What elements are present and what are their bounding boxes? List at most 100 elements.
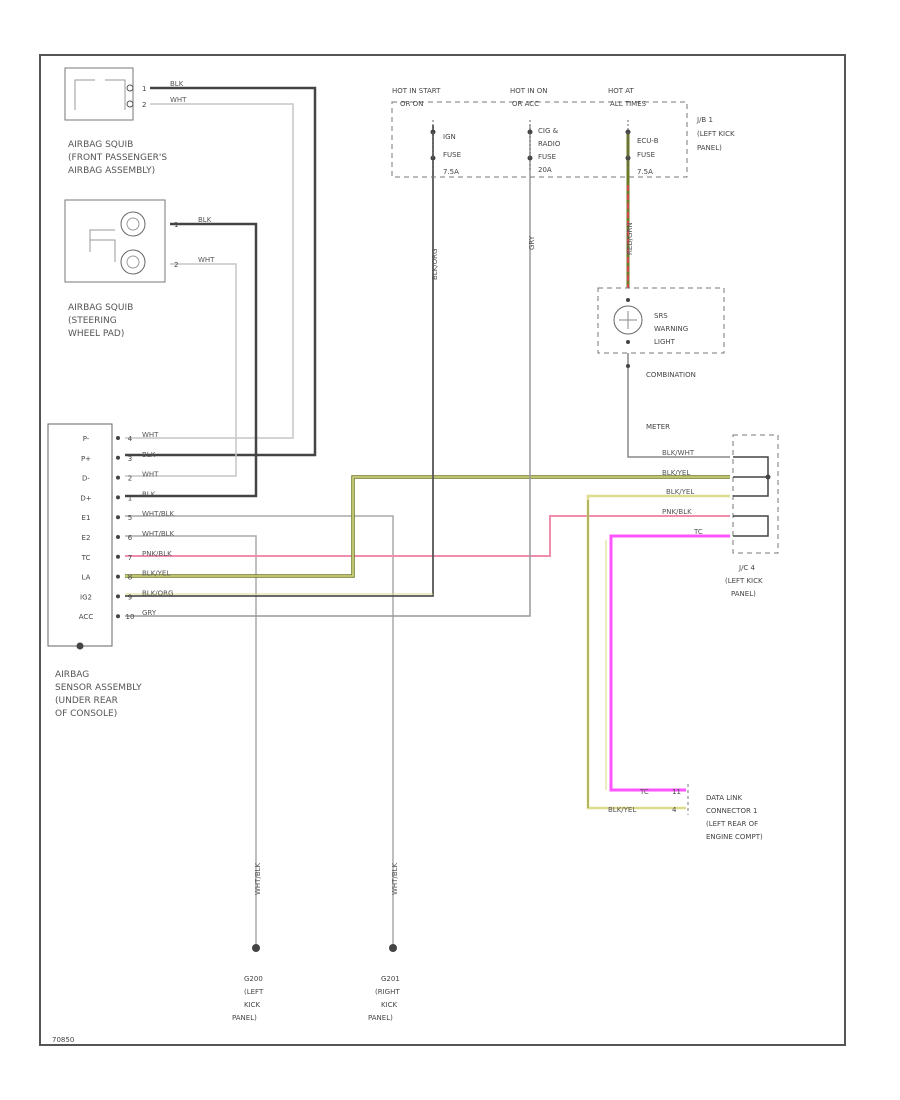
sensor-pin-terminal bbox=[116, 455, 120, 460]
jc4-wire-3: BLK/YEL bbox=[666, 488, 694, 496]
sensor-pin-number: 1 bbox=[128, 494, 132, 502]
combination-meter-2: METER bbox=[646, 423, 670, 431]
sensor-pin-wire: BLK/YEL bbox=[142, 570, 170, 578]
jc4-wire-5: TC bbox=[693, 528, 703, 536]
sensor-pin-name: P- bbox=[83, 435, 90, 443]
wire-steer-wht bbox=[125, 263, 237, 477]
wire-label-ign: BLK/ORG bbox=[431, 249, 439, 280]
hot-at-sub: ALL TIMES bbox=[610, 100, 647, 108]
diagram-code: 70850 bbox=[52, 1036, 74, 1044]
wire-e1 bbox=[125, 515, 394, 945]
sensor-pin-terminal bbox=[116, 574, 120, 579]
jc4-wire-1: BLK/WHT bbox=[662, 449, 695, 457]
sensor-pin-terminal bbox=[116, 614, 120, 619]
sensor-pin-terminal bbox=[116, 475, 120, 480]
jc4-label-1: J/C 4 bbox=[738, 564, 756, 572]
dlc-pin-2: 4 bbox=[672, 806, 677, 814]
hot-start-sub: OR ON bbox=[400, 100, 423, 108]
pass-squib-label-3: AIRBAG ASSEMBLY) bbox=[68, 166, 155, 176]
pass-wire-1: BLK bbox=[170, 80, 184, 88]
steer-squib-label-2: (STEERING bbox=[68, 316, 117, 326]
pass-pin-1: 1 bbox=[142, 85, 146, 93]
srs-lamp-3: LIGHT bbox=[654, 338, 676, 346]
sensor-pin-number: 7 bbox=[128, 554, 132, 562]
diagram-frame bbox=[39, 54, 846, 1046]
steer-squib-label-3: WHEEL PAD) bbox=[68, 329, 124, 339]
dlc-label-1: DATA LINK bbox=[706, 794, 742, 802]
wire-pass-blk bbox=[125, 86, 317, 457]
sensor-pin-wire: WHT/BLK bbox=[142, 530, 175, 538]
srs-warning-light: SRS WARNING LIGHT COMBINATION METER bbox=[597, 287, 725, 431]
pass-squib-label-1: AIRBAG SQUIB bbox=[68, 140, 133, 150]
ground-g200: G200 (LEFT KICK PANEL) bbox=[232, 944, 264, 1022]
fuse-ign-1: IGN bbox=[443, 133, 456, 141]
sensor-pin-number: 5 bbox=[128, 514, 132, 522]
g201-3: KICK bbox=[381, 1001, 398, 1009]
sensor-pin-name: LA bbox=[82, 574, 91, 582]
junction-connector-4: BLK/WHT BLK/YEL BLK/YEL PNK/BLK TC J/C 4… bbox=[662, 434, 779, 598]
sensor-pin-wire: PNK/BLK bbox=[142, 550, 172, 558]
steer-squib-label-1: AIRBAG SQUIB bbox=[68, 303, 133, 313]
fuse-cig-2: RADIO bbox=[538, 140, 561, 148]
fuse-cig-1: CIG & bbox=[538, 127, 559, 135]
sensor-pin-number: 4 bbox=[128, 435, 133, 443]
hot-run-label: HOT IN ON bbox=[510, 87, 548, 95]
sensor-pin-name: E1 bbox=[82, 514, 91, 522]
wire-ig2 bbox=[125, 125, 434, 597]
sensor-pin-name: P+ bbox=[81, 455, 91, 463]
g201-1: G201 bbox=[381, 975, 400, 983]
steer-pin-1: 1 bbox=[174, 221, 178, 229]
pass-squib-label-2: (FRONT PASSENGER'S bbox=[68, 153, 167, 163]
dlc-label-2: CONNECTOR 1 bbox=[706, 807, 758, 815]
combination-meter-1: COMBINATION bbox=[646, 371, 696, 379]
jb1-label-3: PANEL) bbox=[697, 144, 722, 152]
pass-wire-2: WHT bbox=[170, 96, 187, 104]
srs-lamp-2: WARNING bbox=[654, 325, 688, 333]
fuse-ign-2: FUSE bbox=[443, 151, 461, 159]
g201-4: PANEL) bbox=[368, 1014, 393, 1022]
data-link-connector: TC 11 BLK/YEL 4 DATA LINK CONNECTOR 1 (L… bbox=[608, 784, 763, 841]
sensor-pin-name: TC bbox=[81, 554, 91, 562]
hot-run-sub: OR ACC bbox=[512, 100, 539, 108]
wire-label-g200: WHT/BLK bbox=[254, 862, 262, 895]
jb1-label-1: J/B 1 bbox=[696, 116, 713, 124]
sensor-pin-wire: WHT/BLK bbox=[142, 510, 175, 518]
fuse-ecu-3: 7.5A bbox=[637, 168, 653, 176]
wire-label-ecu: RED/GRN bbox=[626, 222, 634, 255]
sensor-pin-number: 10 bbox=[126, 613, 135, 621]
sensor-pin-wire: BLK/ORG bbox=[142, 589, 173, 597]
jb1-label-2: (LEFT KICK bbox=[697, 130, 735, 138]
g200-3: KICK bbox=[244, 1001, 261, 1009]
dlc-wire-2: BLK/YEL bbox=[608, 806, 636, 814]
wires bbox=[125, 86, 730, 945]
sensor-label-3: (UNDER REAR bbox=[55, 696, 118, 706]
sensor-pin-wire: WHT bbox=[142, 431, 159, 439]
jc4-label-2: (LEFT KICK bbox=[725, 577, 763, 585]
sensor-pin-terminal bbox=[116, 535, 120, 539]
sensor-pin-number: 9 bbox=[128, 593, 132, 601]
steer-wire-2: WHT bbox=[198, 256, 215, 264]
sensor-pin-name: D- bbox=[82, 475, 90, 483]
steering-squib: 1 BLK 2 WHT AIRBAG SQUIB (STEERING WHEEL… bbox=[64, 199, 215, 339]
wire-dlc-tc bbox=[609, 534, 730, 792]
wire-dlc-la bbox=[586, 494, 730, 810]
dlc-pin-1: 11 bbox=[672, 788, 681, 796]
wire-label-g201: WHT/BLK bbox=[391, 862, 399, 895]
steer-pin-2: 2 bbox=[174, 261, 178, 269]
jc4-wire-2: BLK/YEL bbox=[662, 469, 690, 477]
fuse-cig-4: 20A bbox=[538, 166, 552, 174]
jc4-wire-4: PNK/BLK bbox=[662, 508, 692, 516]
lamp-icon bbox=[613, 305, 643, 335]
g200-2: (LEFT bbox=[244, 988, 264, 996]
sensor-pin-terminal bbox=[116, 594, 120, 599]
sensor-pin-terminal bbox=[116, 436, 120, 440]
sensor-ground-dot bbox=[76, 642, 84, 650]
wire-tc bbox=[125, 515, 730, 557]
sensor-pin-wire: BLK bbox=[142, 490, 156, 498]
pass-pin-2: 2 bbox=[142, 101, 146, 109]
sensor-label-4: OF CONSOLE) bbox=[55, 709, 117, 719]
sensor-pin-number: 2 bbox=[128, 475, 132, 483]
wire-e2 bbox=[125, 535, 257, 945]
sensor-label-2: SENSOR ASSEMBLY bbox=[55, 683, 142, 693]
